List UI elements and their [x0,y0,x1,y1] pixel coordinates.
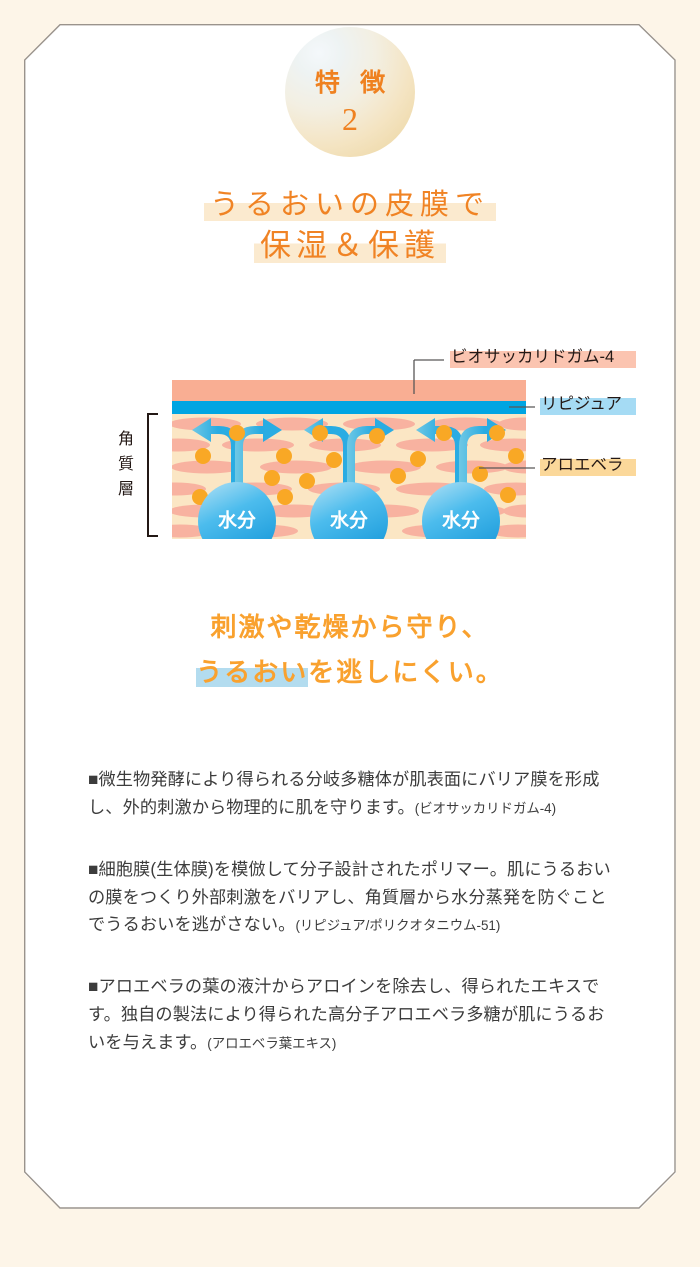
tagline-line-1: 刺激や乾燥から守り、 [210,612,490,642]
tagline: 刺激や乾燥から守り、 うるおいを逃しにくい。 [0,605,700,694]
biosaccharide-gum-layer [172,380,526,401]
moisture-sphere: 水分 [310,482,388,539]
callout-aloe: アロエベラ [540,456,636,476]
paragraph-note: (ビオサッカリドガム-4) [414,800,557,816]
stratum-corneum-bracket [147,413,158,537]
stratum-corneum-label: 角 質 層 [118,430,134,498]
paragraph: ■アロエベラの葉の液汁からアロインを除去し、得られたエキスです。独自の製法により… [88,973,612,1057]
callout-aloe-label: アロエベラ [541,456,624,474]
moisture-sphere: 水分 [198,482,276,539]
paragraph-note: (アロエベラ葉エキス) [207,1036,337,1052]
page-title-line-2-text: 保湿＆保護 [254,227,446,263]
bracket-label-char-3: 層 [118,481,134,498]
paragraph: ■微生物発酵により得られる分岐多糖体が肌表面にバリア膜を形成し、外的刺激から物理… [88,766,612,822]
paragraph-main: ■微生物発酵により得られる分岐多糖体が肌表面にバリア膜を形成し、外的刺激から物理… [88,769,600,817]
moisture-sphere-label: 水分 [442,510,480,532]
page-title: うるおいの皮膜で 保湿＆保護 [0,186,700,266]
paragraph: ■細胞膜(生体膜)を模倣して分子設計されたポリマー。肌にうるおいの膜をつくり外部… [88,856,612,940]
callout-lipidure: リピジュア [540,395,636,415]
callout-biosaccharide-label: ビオサッカリドガム-4 [451,347,614,366]
moisture-sphere: 水分 [422,482,500,539]
leader-lines [413,359,535,469]
body-copy: ■微生物発酵により得られる分岐多糖体が肌表面にバリア膜を形成し、外的刺激から物理… [88,766,612,1057]
tagline-line-2: うるおいを逃しにくい。 [0,650,700,695]
callout-biosaccharide: ビオサッカリドガム-4 [450,347,636,368]
feature-badge: 特 徴 2 [285,27,415,157]
bracket-label-char-2: 質 [118,455,134,473]
page-title-line-1-text: うるおいの皮膜で [203,189,496,221]
moisture-sphere-label: 水分 [218,510,256,532]
callout-lipidure-label: リピジュア [541,395,622,413]
bracket-label-char-1: 角 [118,430,134,448]
page-title-line-1: うるおいの皮膜で [0,186,700,225]
tagline-line-2-rest: を逃しにくい。 [308,656,504,687]
paragraph-main: ■細胞膜(生体膜)を模倣して分子設計されたポリマー。肌にうるおいの膜をつくり外部… [88,858,611,935]
aloe-vera-dots [192,425,524,505]
paragraph-main: ■アロエベラの葉の液汁からアロインを除去し、得られたエキスです。独自の製法により… [88,976,605,1053]
badge-label: 特 徴 [314,70,393,97]
moisture-spheres: 水分 水分 水分 [198,482,500,539]
page-title-line-2: 保湿＆保護 [0,225,700,267]
skin-layer-diagram: 水分 水分 水分 角 質 層 ビオサッカリドガム-4 リピジュア [118,347,636,539]
paragraph-note: (リピジュア/ポリクオタニウム-51) [295,918,501,934]
tagline-highlight: うるおい [196,656,309,687]
lipidure-film-layer [172,401,526,414]
moisture-sphere-label: 水分 [330,510,368,532]
badge-number: 2 [342,101,358,137]
